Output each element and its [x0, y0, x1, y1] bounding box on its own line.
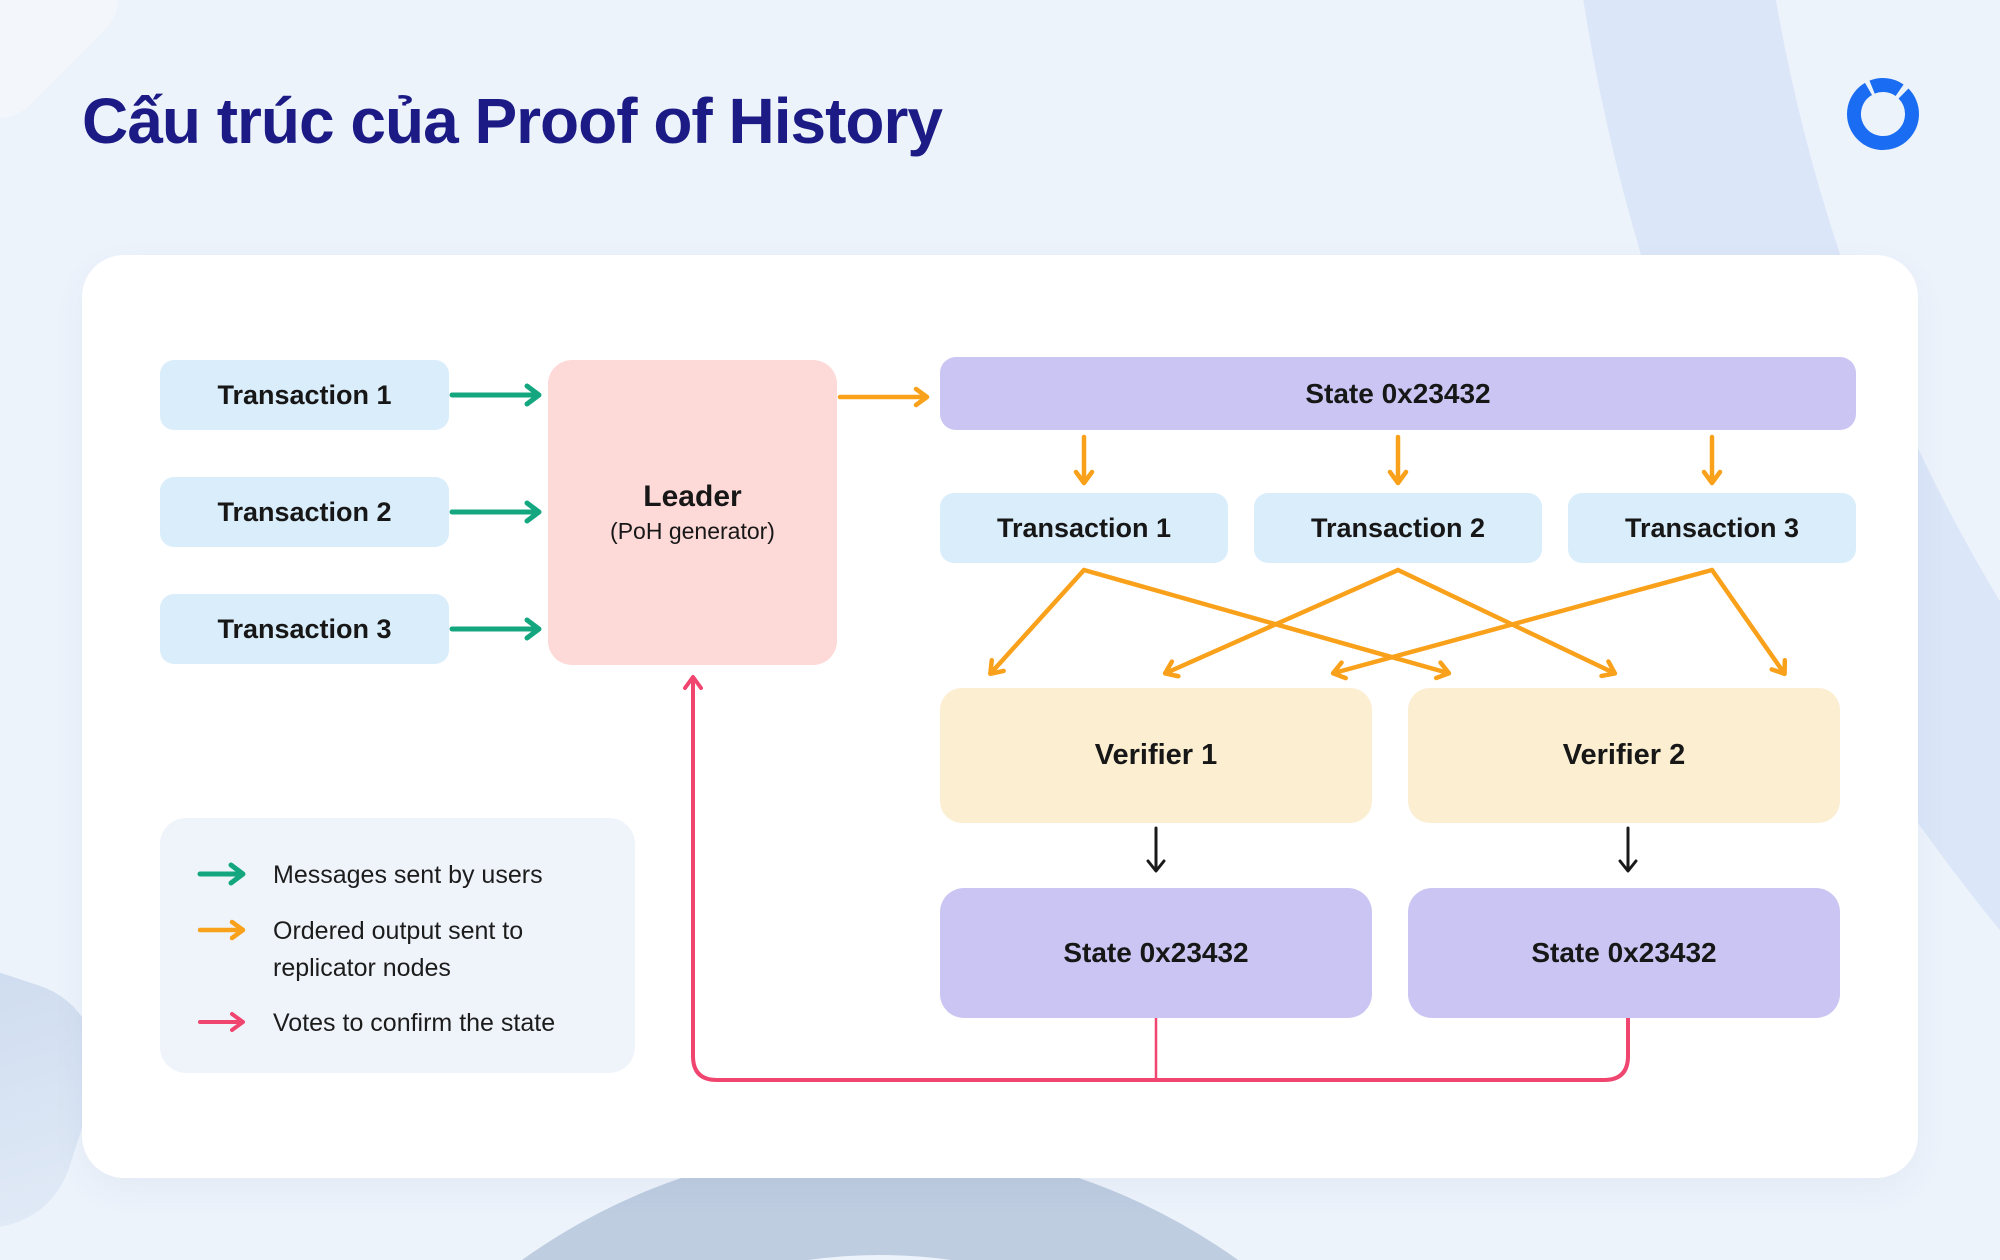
node-label: Verifier 1 [1094, 739, 1218, 771]
node-label: Verifier 2 [1562, 739, 1686, 771]
node-state-output-2: State 0x23432 [1408, 888, 1840, 1018]
node-middle-transaction-1: Transaction 1 [940, 493, 1228, 563]
legend-green-arrow-icon [197, 862, 246, 886]
node-leader: Leader (PoH generator) [548, 360, 837, 665]
arrow-mtx1-to-verifier1 [988, 567, 1087, 676]
node-label: State 0x23432 [1531, 937, 1717, 968]
vote-arrows [683, 675, 1630, 1082]
legend-orange-arrow-icon [197, 919, 246, 941]
page-title: Cấu trúc của Proof of History [82, 85, 943, 157]
node-verifier-2: Verifier 2 [1408, 688, 1840, 823]
user-message-arrows [449, 383, 542, 641]
node-input-transaction-3: Transaction 3 [160, 594, 449, 664]
node-label: Transaction 2 [1310, 512, 1486, 543]
node-state-top: State 0x23432 [940, 357, 1856, 430]
arrow-mtx3-to-verifier2 [1709, 567, 1788, 677]
node-label: Transaction 1 [217, 379, 392, 410]
verifier-output-arrows [1146, 826, 1638, 873]
ordered-output-arrows [837, 386, 1788, 681]
node-label: Transaction 3 [217, 613, 392, 644]
node-label: Transaction 2 [217, 496, 392, 527]
legend-label-messages: Messages sent by users [273, 861, 543, 889]
node-label: Transaction 1 [996, 512, 1172, 543]
node-input-transaction-2: Transaction 2 [160, 477, 449, 547]
bottom-left-blob-shape [0, 925, 98, 1228]
node-input-transaction-1: Transaction 1 [160, 360, 449, 430]
legend-label-votes: Votes to confirm the state [273, 1009, 556, 1037]
leader-subtitle: (PoH generator) [610, 518, 775, 544]
arrow-mtx1-to-verifier2 [1081, 567, 1452, 681]
leader-title: Leader [643, 480, 742, 513]
bottom-ring-shape [522, 1145, 1238, 1260]
corner-accent-shape [0, 0, 118, 118]
node-middle-transaction-3: Transaction 3 [1568, 493, 1856, 563]
node-verifier-1: Verifier 1 [940, 688, 1372, 823]
node-label: Transaction 3 [1624, 512, 1800, 543]
legend-label-ordered-output: Ordered output sent to replicator nodes [273, 917, 524, 982]
legend-pink-arrow-icon [198, 1012, 245, 1032]
onus-logo-icon [1847, 78, 1919, 150]
arrow-mtx2-to-verifier2 [1395, 567, 1618, 679]
node-middle-transaction-2: Transaction 2 [1254, 493, 1542, 563]
node-state-output-1: State 0x23432 [940, 888, 1372, 1018]
vote-path-to-leader [683, 675, 1630, 1082]
arrow-mtx3-to-verifier1 [1330, 567, 1715, 681]
node-label: State 0x23432 [1063, 937, 1249, 968]
arrow-mtx2-to-verifier1 [1162, 567, 1401, 679]
node-label: State 0x23432 [1305, 377, 1491, 409]
